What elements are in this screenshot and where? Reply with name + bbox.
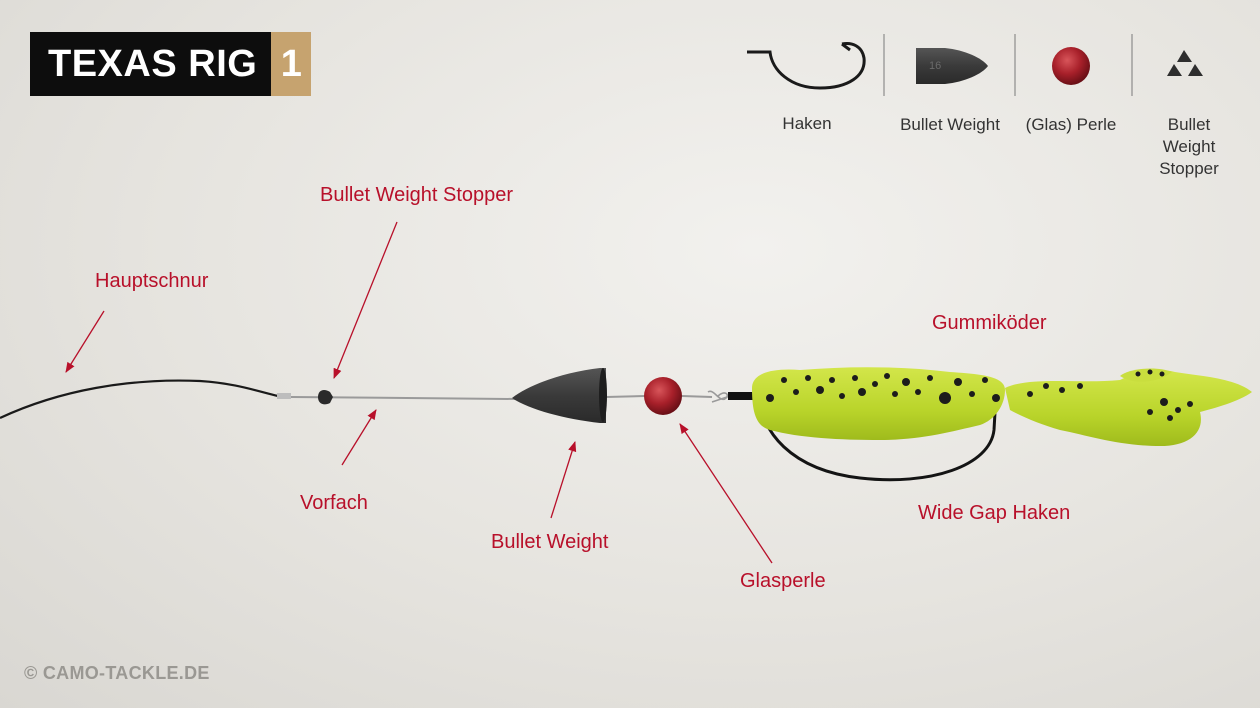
legend-label-haken: Haken bbox=[782, 114, 832, 133]
arrow-hauptschnur bbox=[65, 310, 105, 373]
page-title: TEXAS RIG bbox=[30, 32, 272, 96]
callout-wide-gap-haken: Wide Gap Haken bbox=[918, 502, 1071, 524]
legend-glass-bead-icon bbox=[1052, 47, 1090, 85]
line-connector bbox=[277, 393, 291, 399]
legend-bullet-weight-icon: 16 bbox=[916, 48, 988, 84]
callout-gummikoeder: Gummiköder bbox=[932, 312, 1047, 334]
arrow-bullet-weight bbox=[550, 441, 577, 519]
legend-stopper-icon bbox=[1167, 50, 1203, 76]
svg-text:16: 16 bbox=[929, 60, 941, 72]
copyright-notice: © CAMO-TACKLE.DE bbox=[24, 663, 210, 683]
callout-vorfach: Vorfach bbox=[300, 492, 368, 514]
leader-line-2 bbox=[605, 395, 646, 398]
callout-hauptschnur: Hauptschnur bbox=[95, 270, 209, 292]
main-line bbox=[0, 379, 279, 419]
callout-bullet-weight: Bullet Weight bbox=[491, 531, 609, 553]
legend-label-bullet-weight: Bullet Weight bbox=[900, 115, 1000, 134]
knot bbox=[707, 390, 731, 403]
bullet-weight bbox=[512, 368, 607, 423]
title-number: 1 bbox=[271, 32, 312, 96]
soft-lure bbox=[752, 367, 1252, 446]
arrow-glasperle bbox=[679, 423, 773, 564]
glass-bead bbox=[644, 377, 682, 415]
legend-label-stopper: Bullet Weight Stopper bbox=[1159, 115, 1219, 178]
title-badge: TEXAS RIG 1 bbox=[30, 32, 312, 96]
legend-label-perle: (Glas) Perle bbox=[1025, 115, 1117, 134]
callout-glasperle: Glasperle bbox=[740, 570, 826, 592]
wide-gap-hook bbox=[758, 394, 998, 482]
leader-line-3 bbox=[681, 395, 713, 398]
legend-hook-icon bbox=[747, 42, 866, 90]
callout-stopper: Bullet Weight Stopper bbox=[320, 184, 514, 206]
arrow-vorfach bbox=[341, 409, 377, 466]
arrow-stopper bbox=[333, 221, 398, 379]
stopper bbox=[318, 389, 333, 405]
hook-eye bbox=[728, 392, 754, 400]
